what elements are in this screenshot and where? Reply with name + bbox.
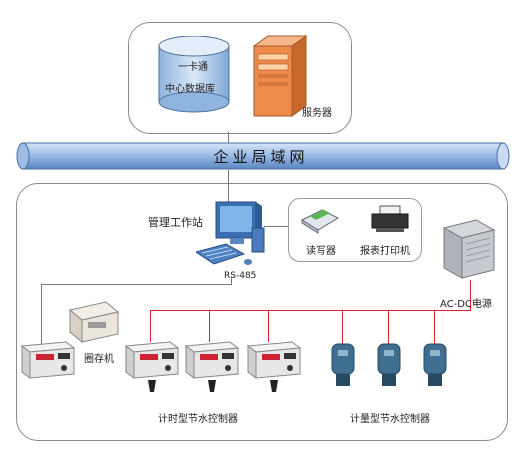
power-supply-label: AC-DC电源 [440, 299, 492, 310]
power-bus-line [150, 310, 470, 311]
timed-controller-group-label: 计时型节水控制器 [158, 414, 238, 425]
lan-label: 企业局域网 [213, 148, 309, 166]
top-connector [228, 132, 229, 144]
card-reader-icon [300, 209, 340, 234]
printer-label: 报表打印机 [360, 246, 410, 257]
workstation-label: 管理工作站 [148, 216, 203, 229]
drop-metered-3 [434, 310, 435, 344]
lan-pipe [16, 142, 510, 170]
drop-metered-1 [342, 310, 343, 344]
metered-controller-icon-2 [377, 343, 401, 386]
rs485-bus-drop [41, 284, 42, 344]
rs485-label: RS-485 [224, 271, 257, 281]
printer-icon [371, 205, 409, 232]
power-supply-icon [442, 219, 496, 279]
server-label: 服务器 [302, 108, 332, 119]
drop-timed-3 [268, 310, 269, 342]
database-icon [158, 36, 230, 113]
workstation-computer-icon [196, 201, 265, 265]
metered-controller-icon-1 [331, 343, 355, 386]
metered-controller-icon-3 [423, 343, 447, 386]
metered-controller-group-label: 计量型节水控制器 [350, 414, 430, 425]
circulation-machine-label: 圈存机 [84, 354, 114, 365]
database-label-line1: 一卡通 [178, 62, 208, 73]
database-label-line2: 中心数据库 [165, 84, 215, 95]
circulation-machine-icon [68, 301, 120, 344]
timed-controller-icon-2 [184, 341, 240, 392]
workstation-to-peripherals-line [264, 226, 288, 227]
rs485-drop-to-bus [231, 276, 232, 285]
card-reader-label: 读写器 [306, 246, 336, 257]
controller-icon [20, 341, 76, 379]
drop-timed-2 [209, 310, 210, 342]
server-icon [252, 35, 308, 117]
lan-to-workstation-line [228, 170, 229, 204]
drop-metered-2 [388, 310, 389, 344]
rs485-bus-line [41, 284, 231, 285]
drop-timed-1 [150, 310, 151, 342]
power-bus-riser [470, 280, 471, 311]
timed-controller-icon-3 [246, 341, 302, 392]
timed-controller-icon-1 [124, 341, 180, 392]
